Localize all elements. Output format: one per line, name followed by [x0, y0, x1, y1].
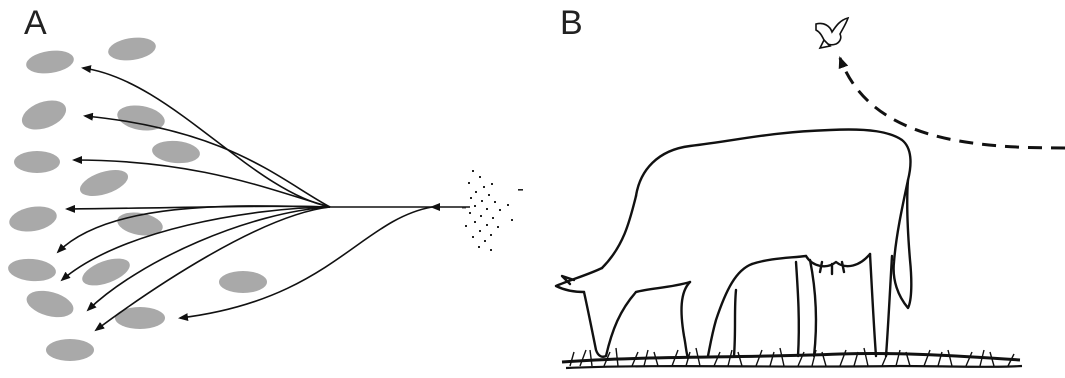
target-ellipse: [115, 209, 164, 239]
particle-spray: [462, 170, 523, 251]
target-ellipse: [24, 286, 77, 322]
cow-drawing: [556, 129, 911, 358]
panel-b: B: [540, 0, 1065, 378]
target-ellipse: [18, 95, 70, 135]
panel-a: A: [0, 0, 540, 378]
dispersion-lines: [58, 68, 470, 330]
target-ellipse: [77, 165, 131, 201]
target-ellipse: [219, 271, 267, 293]
target-ellipse: [25, 48, 76, 76]
flight-path-arrow: [840, 58, 1065, 148]
bird-icon: [816, 18, 848, 48]
target-ellipse: [79, 253, 134, 291]
target-ellipse: [7, 257, 57, 283]
target-ellipse: [14, 151, 60, 173]
ellipse-group: [7, 35, 267, 361]
target-ellipse: [46, 339, 94, 361]
dispersion-diagram: [0, 0, 540, 378]
target-ellipse: [7, 203, 58, 235]
target-ellipse: [115, 102, 166, 134]
target-ellipse: [151, 139, 201, 165]
cow-scene: [540, 0, 1065, 378]
target-ellipse: [107, 35, 158, 63]
grass-ground: [562, 348, 1022, 368]
curve-arrow: [180, 207, 432, 318]
